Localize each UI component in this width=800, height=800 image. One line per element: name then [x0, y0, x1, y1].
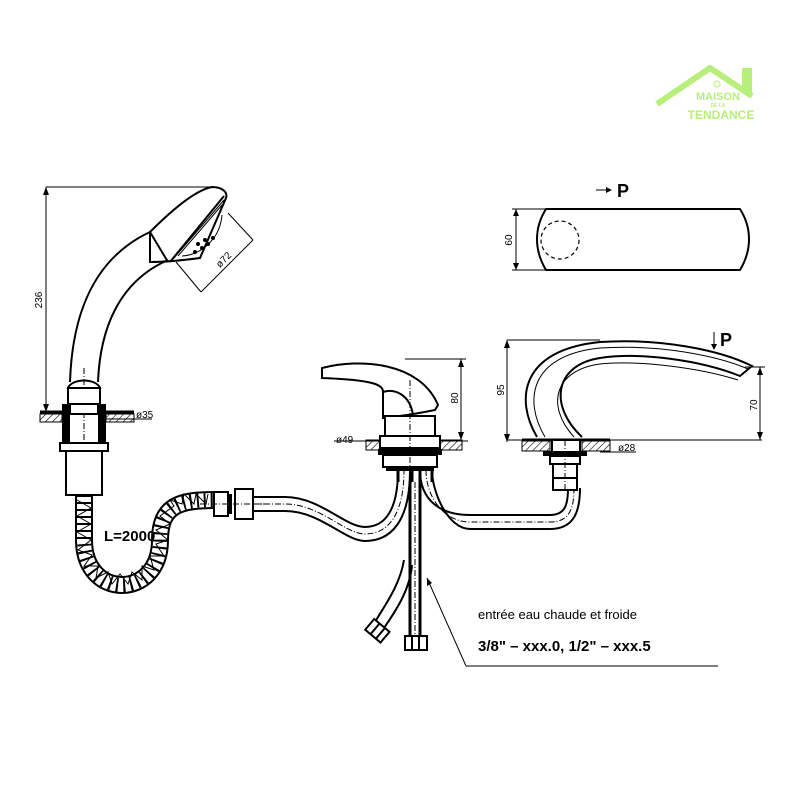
inlet-title: entrée eau chaude et froide [478, 607, 637, 622]
lever-top-view: P 60 [504, 181, 750, 271]
mixer-valve: 80 ø49 [321, 358, 468, 651]
dim-head-diameter: ø72 [214, 250, 234, 270]
inlet-spec: 3/8" – xxx.0, 1/2" – xxx.5 [478, 638, 651, 655]
dim-spout-height: 95 [496, 384, 507, 396]
dim-outlet-height: 70 [749, 399, 760, 411]
dim-spout-diameter: ø28 [618, 443, 636, 454]
dim-mixer-height: 80 [450, 392, 461, 404]
top-view-direction-label: P [617, 181, 629, 201]
dim-mixer-diameter: ø49 [336, 435, 354, 446]
connection-pipe-left [253, 469, 411, 543]
dim-base-diameter: ø35 [136, 410, 154, 421]
logo-line3: TENDANCE [688, 108, 755, 122]
logo-roof-icon [655, 65, 754, 107]
logo-chimney-icon [742, 68, 752, 92]
logo-window-icon [713, 80, 721, 88]
inlet-callout: entrée eau chaude et froide 3/8" – xxx.0… [426, 577, 718, 667]
bath-spout: 95 70 P ø28 [496, 330, 765, 491]
logo-line1: MAISON [696, 91, 740, 103]
hose-length-label: L=2000 [104, 528, 155, 545]
dim-lever-width: 60 [504, 234, 515, 246]
logo-line2: DE LA [711, 103, 726, 109]
spout-direction-label: P [720, 330, 732, 350]
brand-logo: MAISON DE LA TENDANCE [655, 65, 755, 122]
flexible-hose: L=2000 [75, 488, 270, 594]
connection-pipe-right [419, 469, 581, 530]
hand-shower: 236 ø72 ø [34, 185, 254, 510]
dim-shower-height: 236 [34, 291, 45, 308]
